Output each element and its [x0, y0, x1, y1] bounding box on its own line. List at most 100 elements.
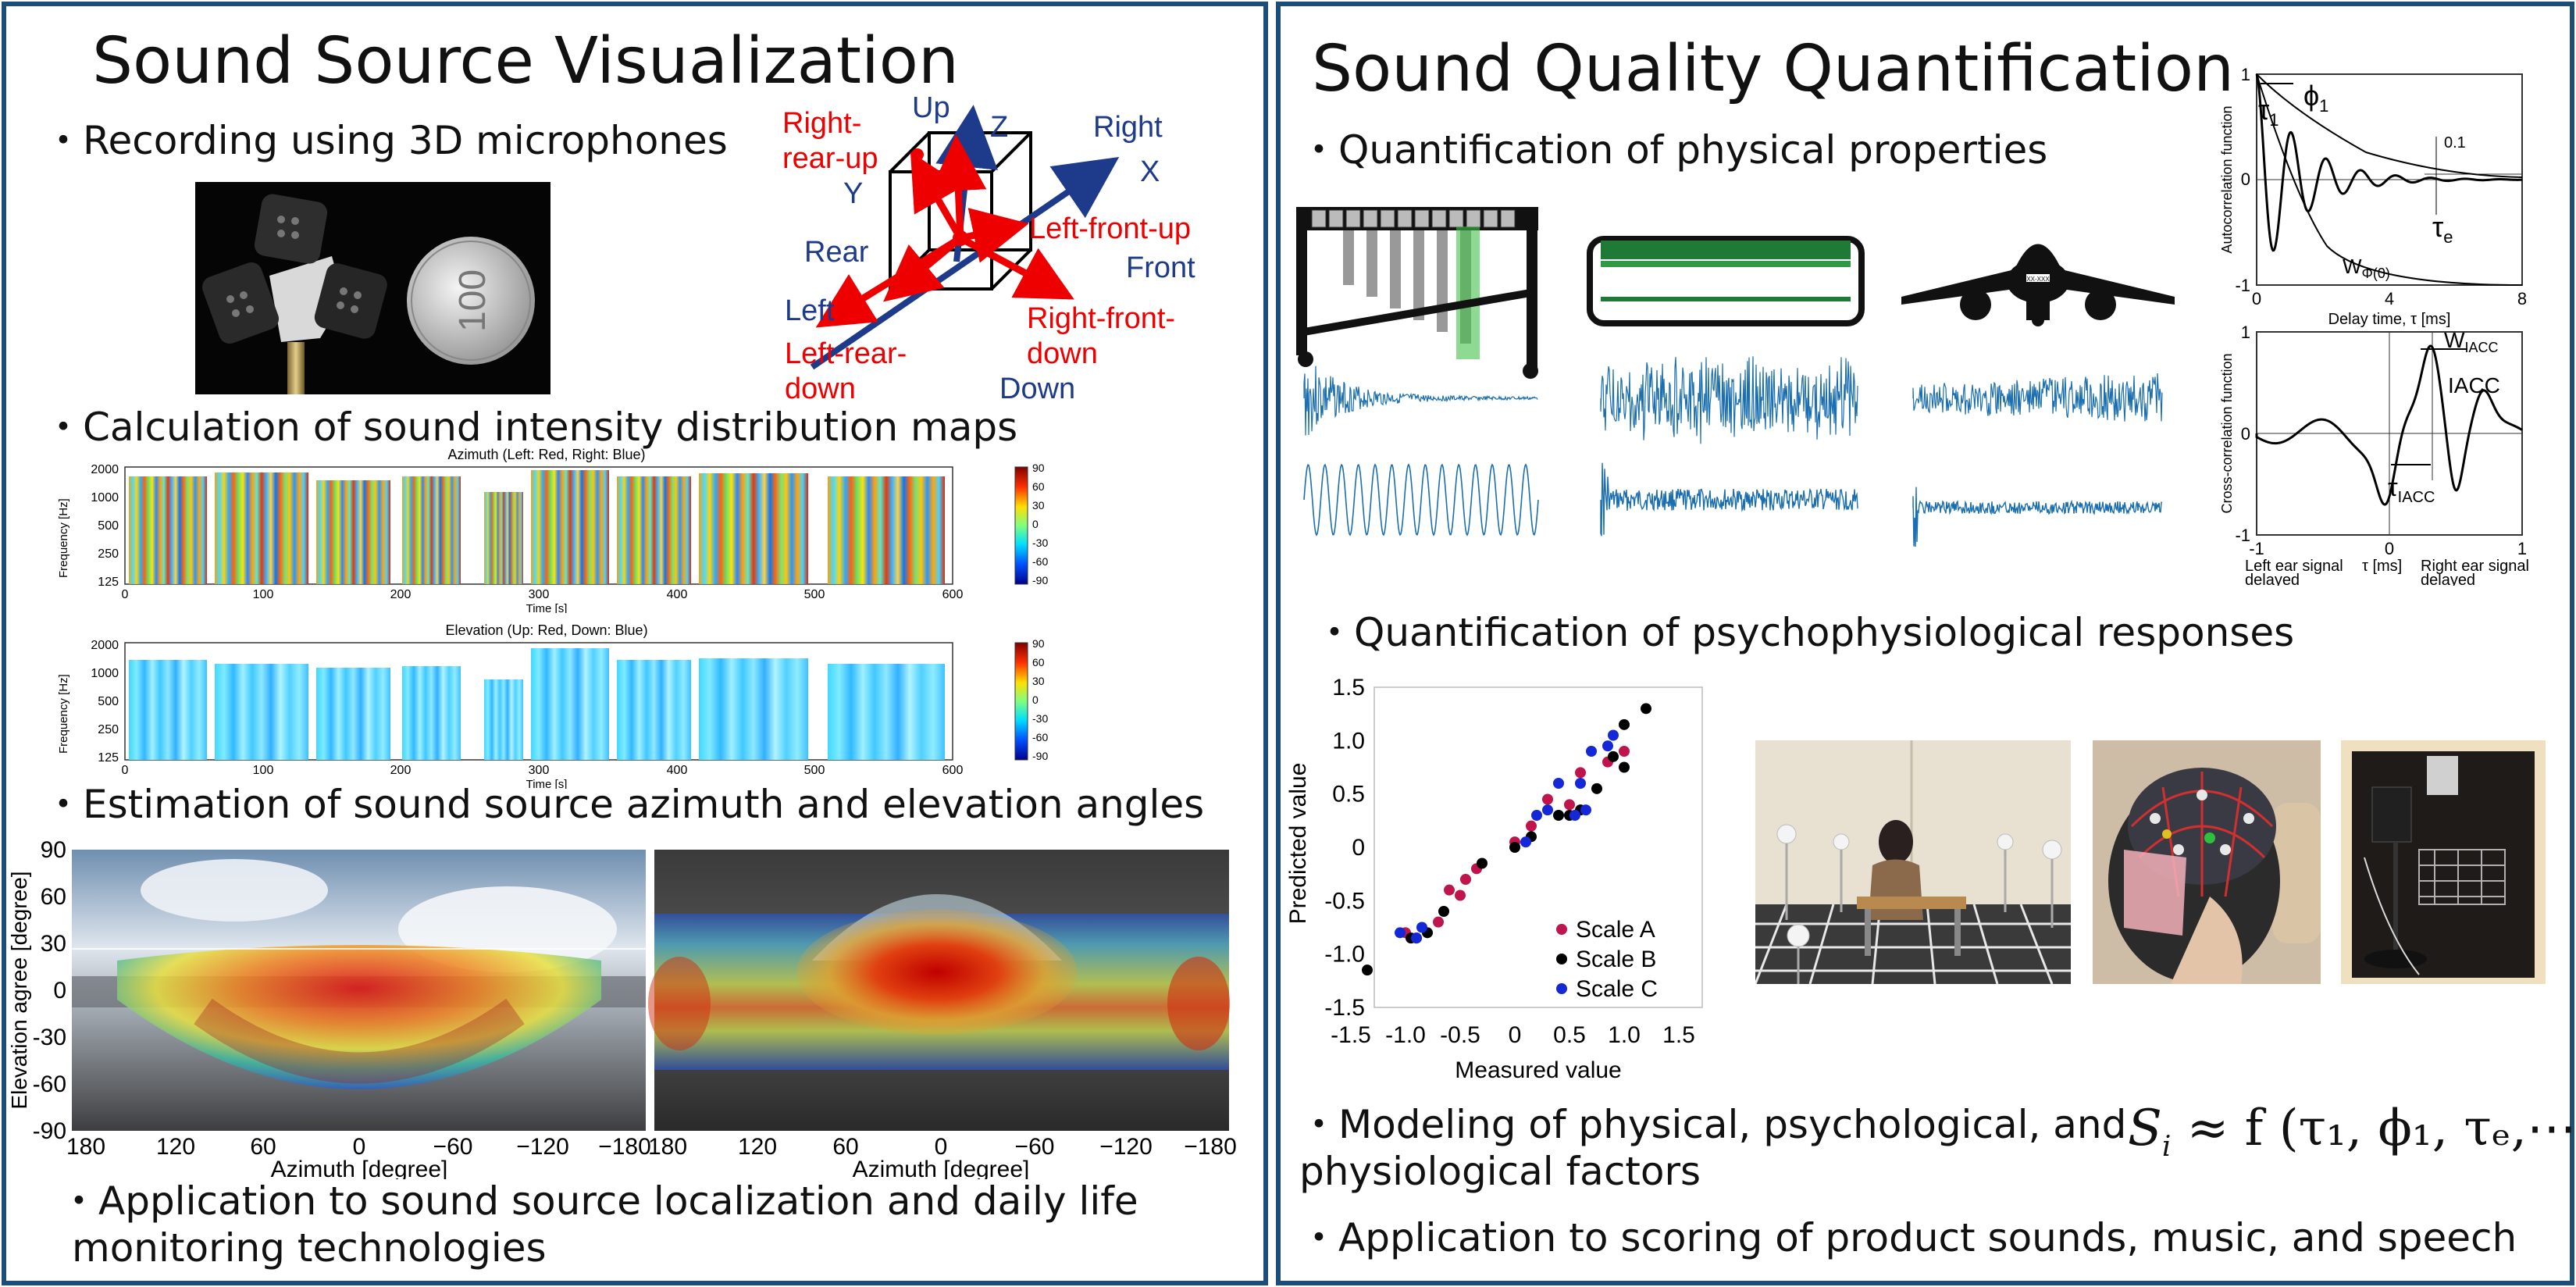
- pano-ytick: 90: [41, 837, 66, 863]
- scatter-frame: [1374, 686, 1703, 1008]
- scatter-point: [1569, 810, 1580, 821]
- acf-envelope-lower: [2256, 73, 2523, 286]
- scatter-point: [1591, 783, 1602, 794]
- map-el-cbar-tick: 0: [1032, 693, 1039, 706]
- pano1-xtick: 120: [156, 1134, 195, 1160]
- pano2-xlabel: Azimuth [degree]: [853, 1157, 1030, 1179]
- pano2-xtick: 180: [648, 1134, 687, 1160]
- map-el-cbar-tick: 60: [1032, 656, 1045, 668]
- pano2-xtick: 60: [832, 1134, 858, 1160]
- map-az-xtick: 200: [390, 588, 412, 601]
- label-down: Down: [999, 373, 1075, 405]
- scatter-point: [1542, 793, 1553, 805]
- map-az-xtick: 0: [122, 588, 129, 601]
- eeg-cap-photo: [2093, 740, 2321, 984]
- coin-text: 100: [452, 269, 493, 332]
- map-el-ytick: 125: [98, 751, 119, 765]
- label-x: X: [1140, 155, 1160, 188]
- scatter-ytick: 1.5: [1332, 675, 1365, 701]
- listening-room-photo: [1755, 740, 2071, 984]
- pano-ytick: 0: [53, 978, 66, 1004]
- ccf-xtick: 0: [2385, 539, 2394, 558]
- map-az-ytick: 250: [98, 547, 119, 561]
- scatter-point: [1416, 922, 1427, 933]
- pano2-xtick: −180: [1184, 1134, 1237, 1160]
- label-right-rear-up-1: Right-: [782, 107, 861, 140]
- pano2-xtick: −60: [1015, 1134, 1055, 1160]
- map-az-xtick: 100: [253, 588, 274, 601]
- scatter-point: [1619, 746, 1630, 757]
- scatter-point: [1411, 932, 1422, 944]
- waveform-printer-noise: [1600, 356, 1858, 444]
- scatter-point: [1477, 857, 1488, 869]
- map-az-xtick: 600: [942, 588, 964, 601]
- label-up: Up: [912, 91, 950, 124]
- formula-rest: ≈ f (τ₁, ϕ₁, τₑ,⋯): [2171, 1100, 2576, 1157]
- acf-wphi: WΦ(0): [2343, 255, 2390, 281]
- map-az-ytick: 2000: [91, 463, 119, 476]
- map-az-cbar-tick: 0: [1032, 518, 1039, 530]
- pano1-xtick: 180: [66, 1134, 105, 1160]
- acf-xtick: 4: [2385, 289, 2394, 308]
- acf-xlabel: Delay time, τ [ms]: [2328, 311, 2451, 328]
- legend-marker: [1556, 924, 1567, 935]
- pano-ytick: -30: [33, 1025, 66, 1050]
- bullet-physical: ・Quantification of physical properties: [1299, 127, 2048, 173]
- acf-envelope-upper: [2256, 73, 2523, 178]
- intensity-map-elevation: Elevation (Up: Red, Down: Blue) 2000 100…: [57, 622, 1048, 789]
- scatter-point: [1460, 874, 1471, 885]
- map-el-title: Elevation (Up: Red, Down: Blue): [445, 622, 647, 638]
- ccf-xunit: τ [ms]: [2362, 558, 2402, 575]
- legend-marker: [1556, 983, 1567, 994]
- acf-xtick: 8: [2517, 289, 2527, 308]
- map-el-cbar-tick: 30: [1032, 675, 1045, 687]
- bullet-application-left-1: ・Application to sound source localizatio…: [59, 1178, 1138, 1224]
- pano-ytick: 60: [41, 884, 66, 910]
- legend-marker: [1556, 954, 1567, 964]
- pano2-xtick: −120: [1099, 1134, 1153, 1160]
- legend-label: Scale A: [1576, 917, 1655, 943]
- right-front-down-arrow: [958, 235, 1074, 300]
- scatter-ytick: 0: [1352, 835, 1365, 861]
- map-az-xlabel: Time [s]: [526, 602, 568, 613]
- waveform-airplane-decay: [1912, 487, 2163, 547]
- map-el-xtick: 300: [529, 764, 550, 777]
- ccf-right-note-2: delayed: [2421, 572, 2475, 586]
- ccf-w: WIACC: [2444, 328, 2498, 355]
- heat-region-outdoor: [117, 945, 601, 1089]
- axis-cube-diagram: Up Z Right X Y Rear Front Left Down Righ…: [782, 91, 1195, 405]
- scatter-xtick: -1.0: [1385, 1022, 1426, 1048]
- scatter-xtick: 0.5: [1553, 1022, 1586, 1048]
- map-az-xtick: 400: [667, 588, 688, 601]
- bullet-estimation: ・Estimation of sound source azimuth and …: [44, 782, 1205, 827]
- x-axis-arrow: [810, 156, 1120, 370]
- acf-plot: 0 4 8 1 0 -1 Delay time, τ [ms] Autocorr…: [2219, 66, 2527, 328]
- map-el-colorbar: [1014, 642, 1028, 761]
- scatter-point: [1455, 889, 1466, 901]
- scatter-point: [1580, 804, 1591, 816]
- right-title: Sound Quality Quantification: [1312, 32, 2235, 106]
- ccf-left-note-2: delayed: [2245, 572, 2300, 586]
- map-az-cbar-tick: 90: [1032, 462, 1045, 474]
- map-az-ytick: 1000: [91, 491, 119, 504]
- scatter-point: [1553, 778, 1564, 789]
- ccf-plot: -1 0 1 1 0 -1 Cross-correlation function…: [2219, 324, 2529, 586]
- label-right: Right: [1093, 111, 1163, 144]
- map-el-xtick: 400: [667, 764, 688, 777]
- label-y: Y: [843, 177, 863, 210]
- pano1-xtick: −60: [433, 1134, 473, 1160]
- bullet-modeling-1: ・Modeling of physical, psychological, an…: [1299, 1102, 2127, 1147]
- map-az-xtick: 500: [804, 588, 825, 601]
- vibraphone-icon: [1296, 207, 1538, 379]
- scatter-xtick: -0.5: [1440, 1022, 1480, 1048]
- map-az-ylabel: Frequency [Hz]: [57, 498, 70, 578]
- pano1-xlabel: Azimuth [degree]: [271, 1157, 448, 1179]
- scatter-point: [1433, 916, 1444, 928]
- ccf-curve: [2255, 344, 2523, 506]
- scatter-xtick: -1.5: [1331, 1022, 1371, 1048]
- scatter-point: [1575, 778, 1586, 789]
- pano-ytick: -90: [33, 1118, 66, 1144]
- left-title: Sound Source Visualization: [92, 24, 959, 98]
- pano-ylabel: Elevation agree [degree]: [7, 871, 31, 1109]
- left-front-up-arrow: [960, 208, 1029, 263]
